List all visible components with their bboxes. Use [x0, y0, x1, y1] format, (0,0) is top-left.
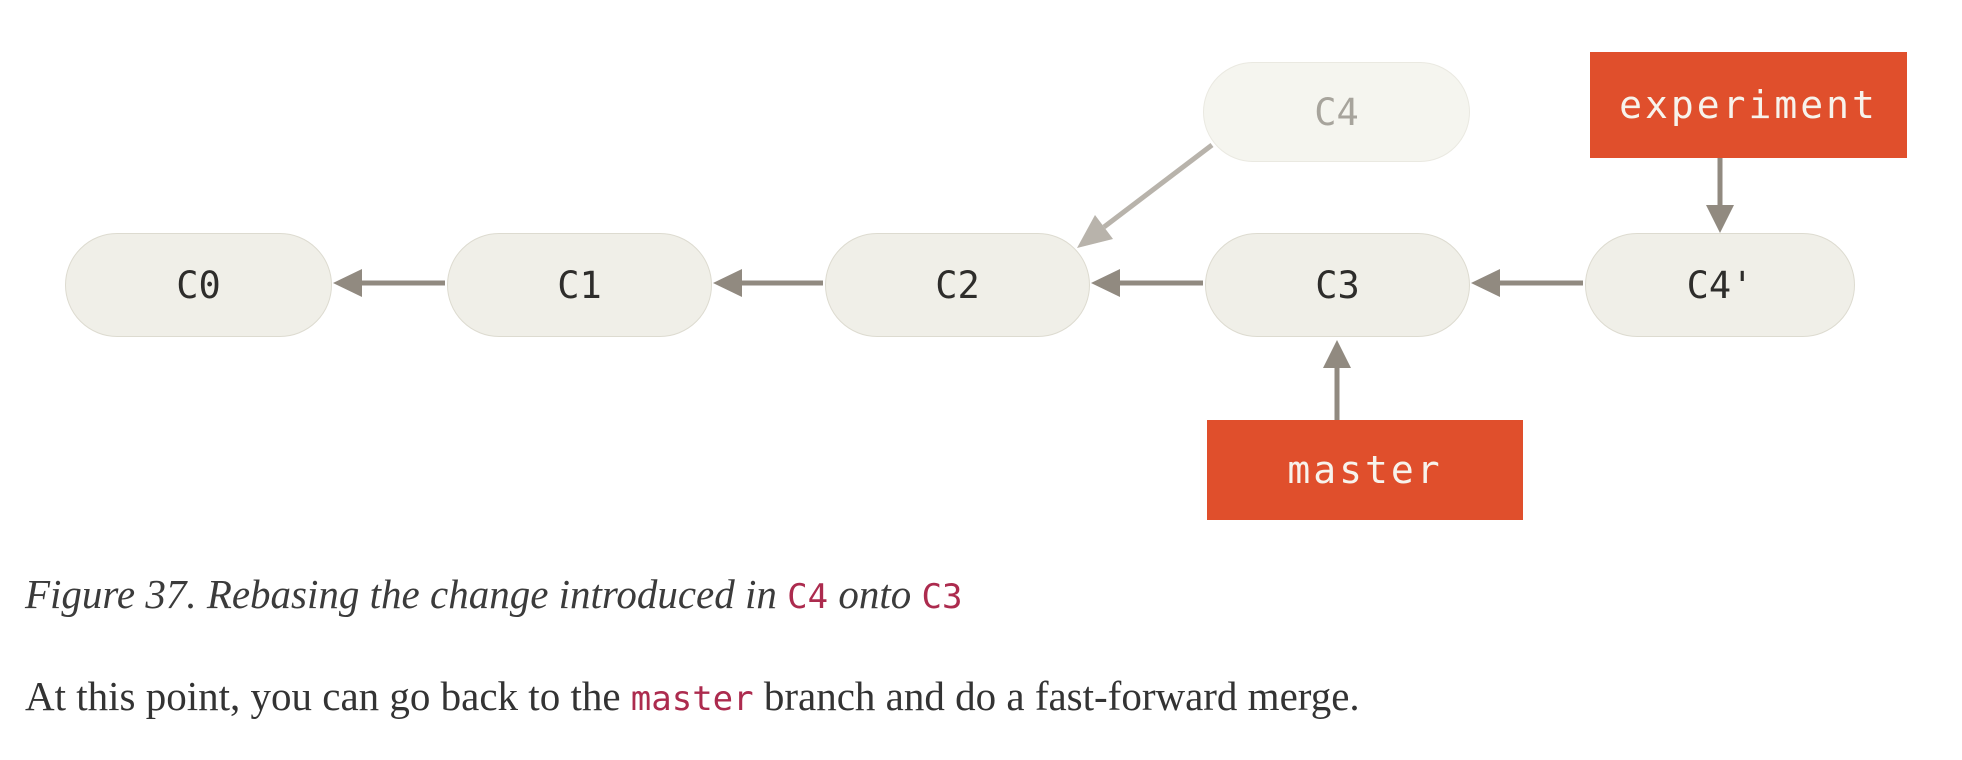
caption-text: Figure 37. Rebasing the change introduce…	[25, 571, 788, 617]
arrow-c3-to-c2	[1091, 269, 1203, 297]
caption-code-c4: C4	[787, 577, 829, 617]
rebase-commit-diagram: C4 C0 C1 C2 C3 C4' experiment master	[65, 52, 1907, 520]
commit-node-c4-prime: C4'	[1585, 233, 1855, 337]
commit-node-c3: C3	[1205, 233, 1470, 337]
branch-name: experiment	[1619, 83, 1878, 127]
figure-caption: Figure 37. Rebasing the change introduce…	[25, 570, 1825, 618]
caption-code-c3: C3	[921, 577, 963, 617]
commit-label: C2	[935, 263, 980, 307]
commit-node-c0: C0	[65, 233, 332, 337]
arrow-c1-to-c0	[333, 269, 445, 297]
commit-node-c1: C1	[447, 233, 712, 337]
ghost-commit-node-c4: C4	[1203, 62, 1470, 162]
arrow-master-to-c3	[1323, 340, 1351, 420]
arrow-c4prime-to-c3	[1471, 269, 1583, 297]
arrow-experiment-to-c4prime	[1706, 158, 1734, 233]
commit-label: C4'	[1686, 263, 1754, 307]
branch-label-master: master	[1207, 420, 1523, 520]
commit-label: C1	[557, 263, 602, 307]
inline-code-master: master	[630, 679, 754, 719]
commit-node-c2: C2	[825, 233, 1090, 337]
paragraph-text: branch and do a fast-forward merge.	[753, 673, 1360, 719]
commit-label: C3	[1315, 263, 1360, 307]
arrow-c2-to-c1	[713, 269, 823, 297]
ghost-commit-label: C4	[1314, 90, 1359, 134]
branch-name: master	[1287, 448, 1443, 492]
arrow-layer	[333, 143, 1734, 420]
body-paragraph: At this point, you can go back to the ma…	[25, 672, 1925, 720]
branch-label-experiment: experiment	[1590, 52, 1907, 158]
caption-text: onto	[828, 571, 922, 617]
paragraph-text: At this point, you can go back to the	[25, 673, 631, 719]
arrow-ghost-c4-to-c2	[1077, 143, 1214, 248]
commit-label: C0	[176, 263, 221, 307]
